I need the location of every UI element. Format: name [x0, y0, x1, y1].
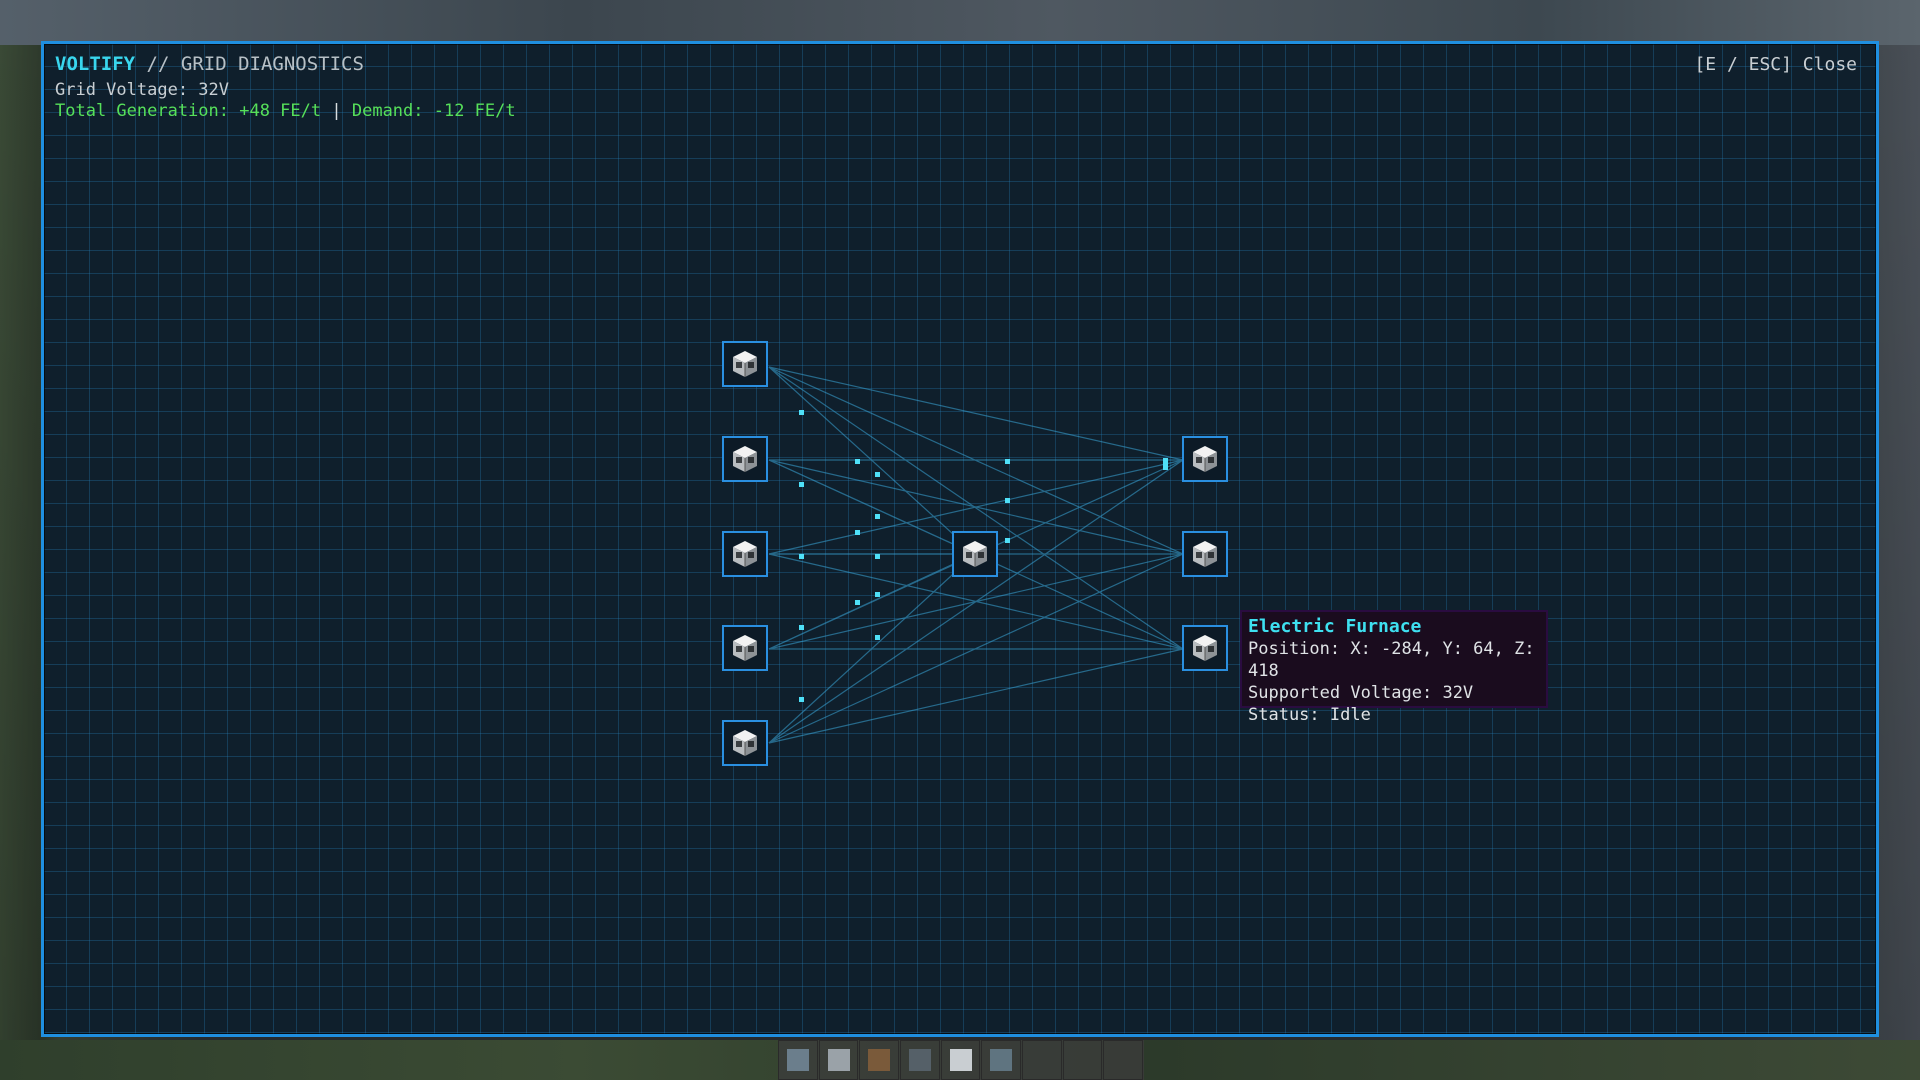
item-icon: [908, 1049, 931, 1071]
node-tooltip: Electric Furnace Position: X: -284, Y: 6…: [1240, 610, 1548, 725]
demand-text: Demand: -12 FE/t: [351, 101, 516, 121]
generator-icon: [730, 444, 760, 474]
tooltip-position: Position: X: -284, Y: 64, Z: 418: [1248, 639, 1535, 681]
hotbar-slot-7[interactable]: [1022, 1040, 1062, 1080]
panel-title: VOLTIFY // GRID DIAGNOSTICS: [55, 53, 364, 75]
tooltip-title: Electric Furnace: [1248, 616, 1422, 637]
hotbar-slot-2[interactable]: [818, 1040, 859, 1080]
close-button[interactable]: [E / ESC] Close: [1694, 54, 1857, 75]
generator-node-2[interactable]: [722, 436, 768, 482]
hotbar: [778, 1040, 1144, 1080]
generator-icon: [730, 728, 760, 758]
item-icon: [868, 1049, 891, 1071]
link-pulses: [799, 410, 1168, 702]
hotbar-slot-4[interactable]: [900, 1040, 940, 1080]
generator-node-4[interactable]: [722, 625, 768, 671]
generation-text: Total Generation: +48 FE/t: [55, 101, 322, 121]
item-icon: [990, 1049, 1013, 1071]
machine-node-1[interactable]: [1182, 436, 1228, 482]
grid-voltage-text: Grid Voltage: 32V: [55, 80, 229, 100]
hotbar-slot-8[interactable]: [1062, 1040, 1103, 1080]
generator-icon: [730, 349, 760, 379]
hotbar-slot-5[interactable]: [940, 1040, 981, 1080]
hotbar-slot-6[interactable]: [981, 1040, 1022, 1080]
electric-furnace-node[interactable]: [1182, 625, 1228, 671]
generator-node-3[interactable]: [722, 531, 768, 577]
hotbar-slot-1[interactable]: [778, 1040, 818, 1080]
hub-node[interactable]: [952, 531, 998, 577]
machine-node-2[interactable]: [1182, 531, 1228, 577]
machine-icon: [1190, 539, 1220, 569]
item-icon: [949, 1049, 972, 1071]
transformer-icon: [960, 539, 990, 569]
tooltip-status: Status: Idle: [1248, 705, 1371, 725]
sky-background: [0, 0, 1920, 45]
hotbar-slot-9[interactable]: [1103, 1040, 1144, 1080]
hotbar-slot-3[interactable]: [859, 1040, 900, 1080]
tooltip-voltage: Supported Voltage: 32V: [1248, 683, 1474, 703]
stat-divider: |: [331, 101, 342, 121]
generation-demand-line: Total Generation: +48 FE/t | Demand: -12…: [55, 101, 516, 121]
brand-label: VOLTIFY: [55, 53, 136, 75]
item-icon: [786, 1049, 809, 1071]
generator-icon: [730, 539, 760, 569]
item-icon: [827, 1049, 850, 1071]
generator-node-1[interactable]: [722, 341, 768, 387]
generator-node-5[interactable]: [722, 720, 768, 766]
subtitle-label: GRID DIAGNOSTICS: [180, 53, 364, 75]
machine-icon: [1190, 444, 1220, 474]
title-separator: //: [146, 53, 170, 75]
generator-icon: [730, 633, 760, 663]
electric-furnace-icon: [1190, 633, 1220, 663]
